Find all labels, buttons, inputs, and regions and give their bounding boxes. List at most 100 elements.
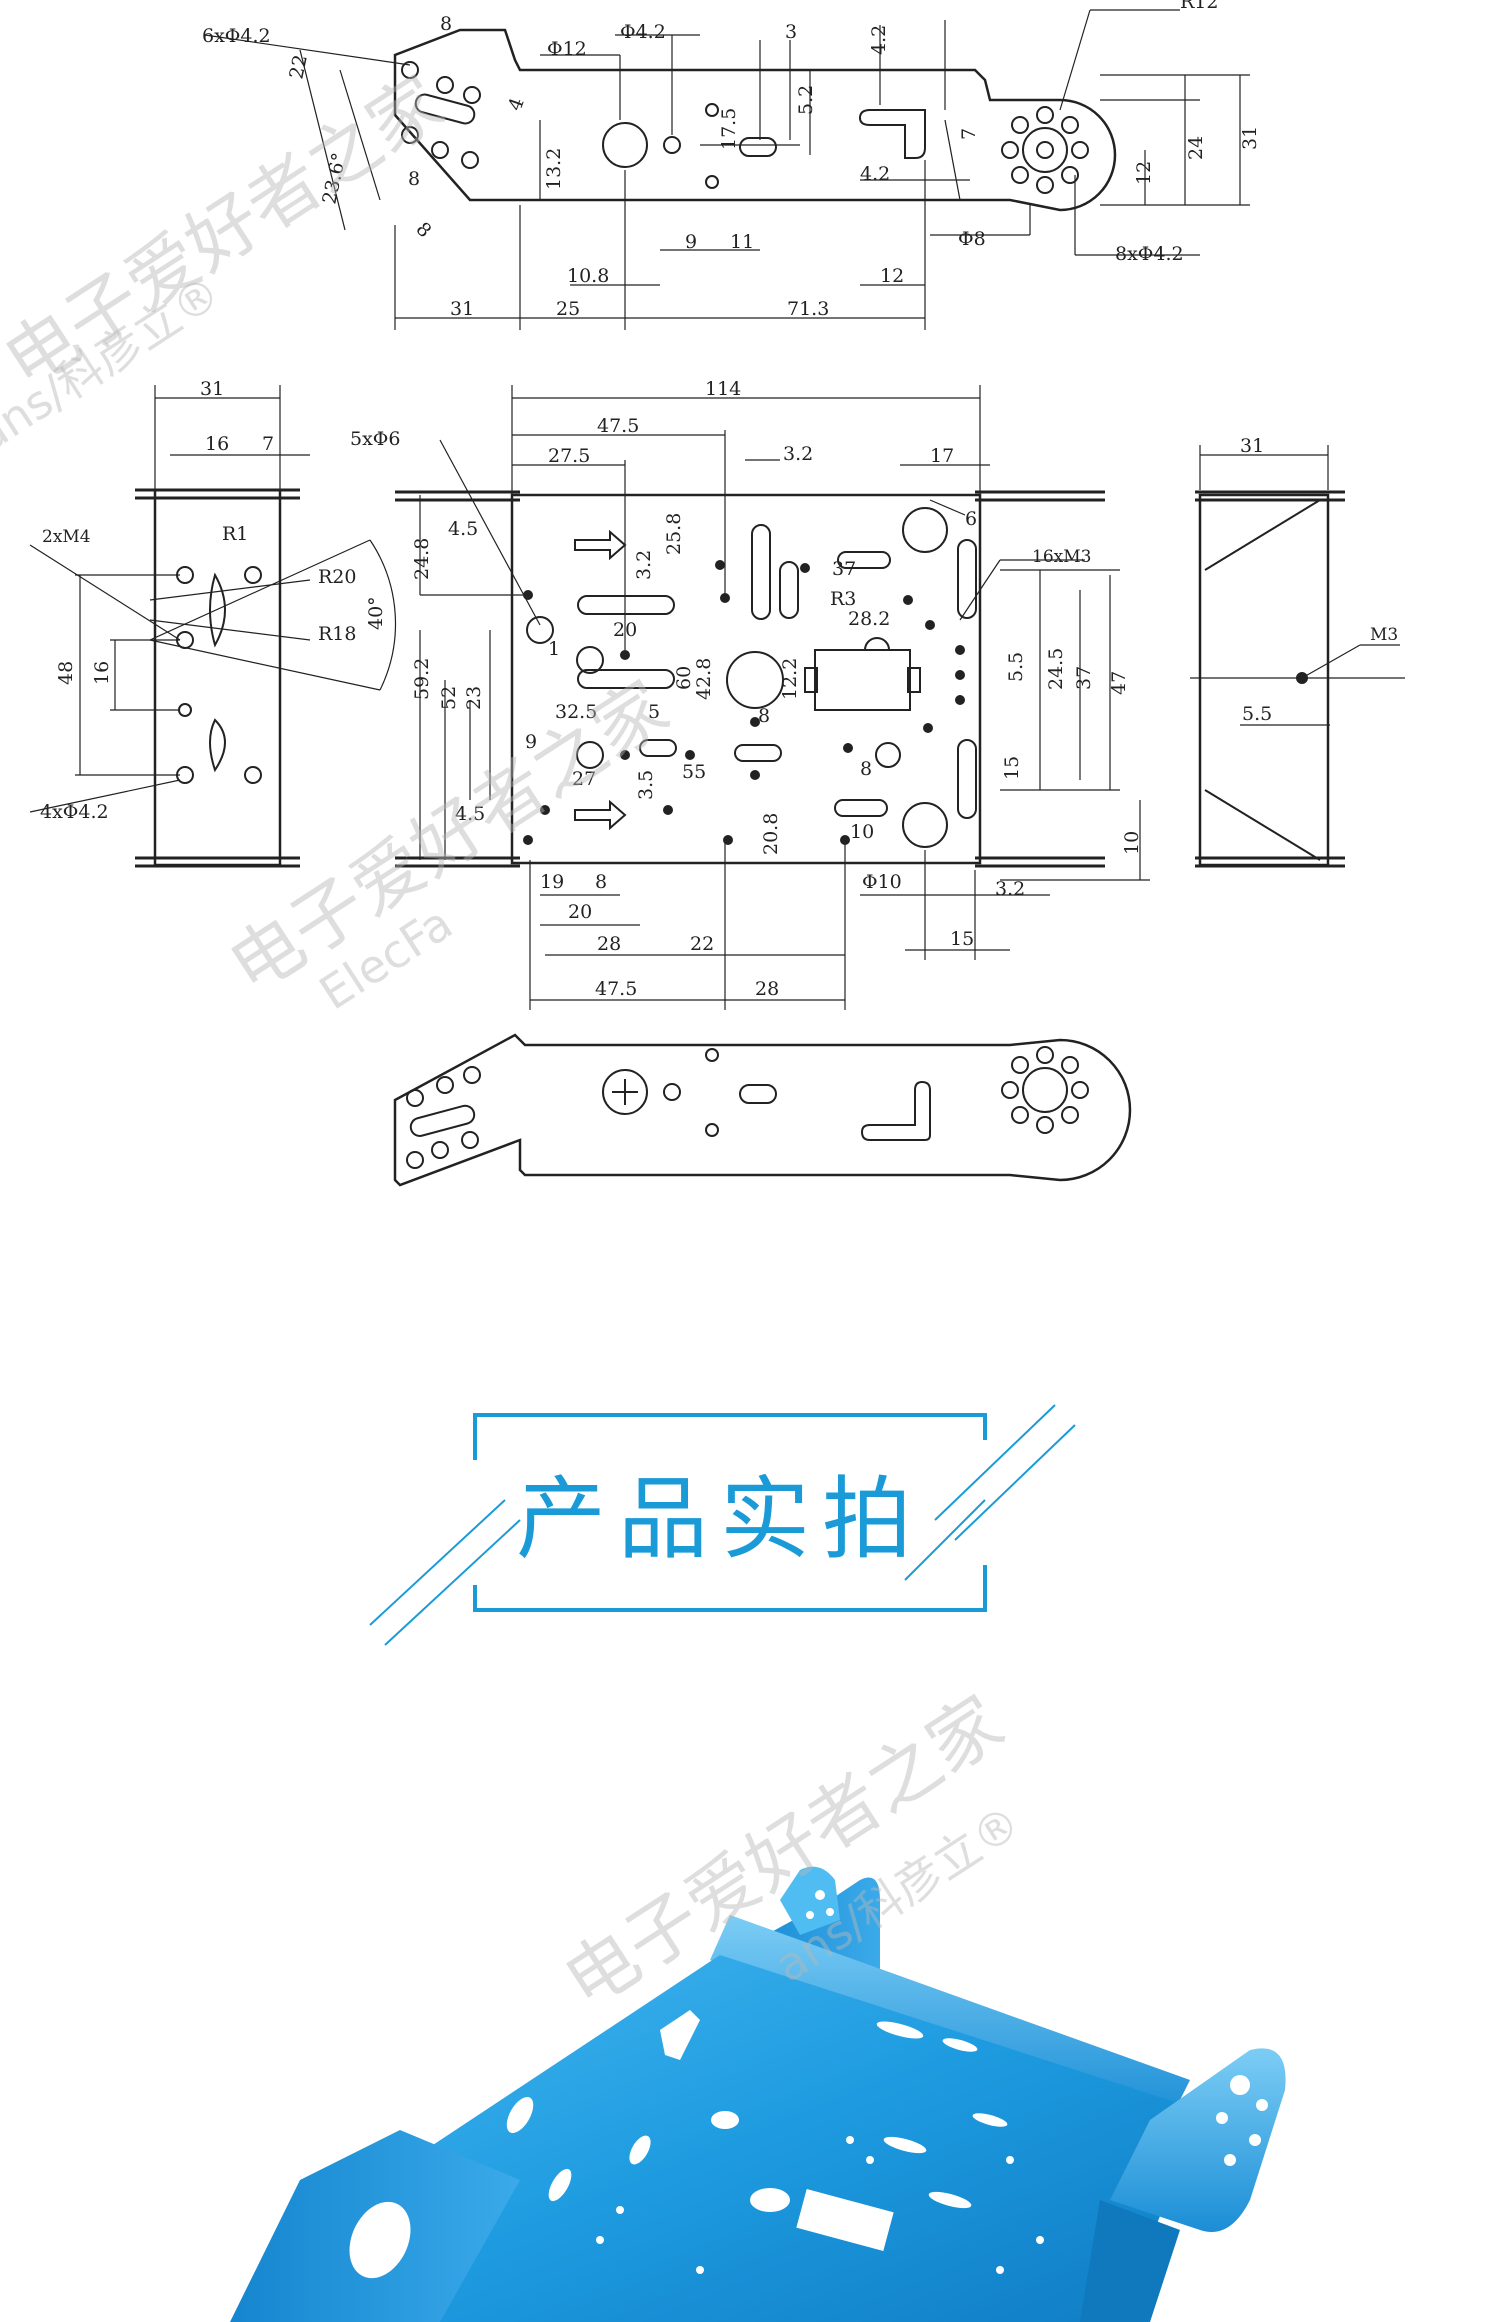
svg-text:15: 15 [1001,756,1023,780]
svg-text:3.2: 3.2 [783,443,813,465]
slot [639,739,677,757]
svg-text:4.2: 4.2 [868,25,890,55]
svg-text:20.8: 20.8 [760,813,782,855]
svg-text:16: 16 [91,661,113,685]
svg-text:12: 12 [1133,161,1155,185]
hole [431,141,449,159]
svg-text:R18: R18 [318,623,356,645]
svg-text:R3: R3 [830,588,856,610]
svg-text:42.8: 42.8 [693,658,715,700]
svg-text:40°: 40° [365,596,387,630]
arc-slot [209,718,226,773]
arc-slot [209,572,226,648]
svg-text:7: 7 [958,128,980,140]
svg-text:1: 1 [548,638,560,660]
svg-text:7: 7 [262,433,274,455]
hole-6 [576,646,604,674]
arrow-icon [574,799,627,831]
svg-text:Φ8: Φ8 [958,228,986,250]
svg-text:28: 28 [755,978,779,1000]
main-plan-view: 114 47.5 27.5 5xΦ6 3.2 17 6 16xM3 4.5 3.… [350,378,1150,1010]
l-slot [858,109,926,159]
slot [734,744,782,762]
svg-text:M3: M3 [1370,625,1398,645]
hole-6 [526,616,554,644]
hole-10 [902,802,948,848]
svg-text:2xM4: 2xM4 [42,527,91,547]
slot [577,595,675,615]
svg-text:8xΦ4.2: 8xΦ4.2 [1115,243,1184,265]
svg-text:3.5: 3.5 [635,770,657,800]
svg-text:16xM3: 16xM3 [1032,547,1091,567]
svg-text:5xΦ6: 5xΦ6 [350,428,400,450]
svg-text:8: 8 [860,758,872,780]
hole-6 [576,741,604,769]
svg-text:22: 22 [285,53,312,81]
svg-text:5.2: 5.2 [795,85,817,115]
hole [436,76,454,94]
svg-text:3: 3 [785,21,797,43]
hole [401,61,419,79]
svg-text:12: 12 [880,265,904,287]
svg-text:R1: R1 [222,523,248,545]
svg-text:R20: R20 [318,566,356,588]
svg-text:8: 8 [411,218,435,242]
svg-text:31: 31 [1240,435,1264,457]
slot-v [957,739,977,819]
svg-text:114: 114 [705,378,741,400]
hole [461,151,479,169]
hole [463,86,481,104]
svg-text:10.8: 10.8 [567,265,609,287]
svg-text:4.2: 4.2 [860,163,890,185]
hole [705,175,719,189]
slot-v [957,539,977,619]
svg-text:47.5: 47.5 [597,415,639,437]
top-bracket-drawing: 6xΦ4.2 22 23.6° Φ12 Φ4.2 3 4.2 R12 5.2 1… [202,0,1261,330]
svg-text:48: 48 [55,661,77,685]
svg-text:19: 19 [540,871,564,893]
svg-text:9: 9 [685,231,697,253]
svg-text:32.5: 32.5 [555,701,597,723]
svg-text:10: 10 [850,821,874,843]
svg-text:22: 22 [690,933,714,955]
svg-text:4: 4 [504,95,529,114]
arrow-icon [574,529,627,561]
svg-text:6xΦ4.2: 6xΦ4.2 [202,25,271,47]
svg-text:47.5: 47.5 [595,978,637,1000]
svg-text:R12: R12 [1180,0,1218,13]
side-plate [1198,493,1330,867]
svg-text:8: 8 [595,871,607,893]
hole-4-2 [663,136,681,154]
svg-text:3.2: 3.2 [633,550,655,580]
svg-text:24.5: 24.5 [1045,648,1067,690]
svg-text:8: 8 [440,13,452,35]
bracket-outline-path [393,28,1117,212]
svg-text:47: 47 [1108,671,1130,695]
hub-center [1036,141,1054,159]
svg-text:15: 15 [950,928,974,950]
svg-text:27: 27 [572,768,596,790]
hole-12 [602,122,648,168]
hole [401,126,419,144]
svg-text:5.5: 5.5 [1005,652,1027,682]
hole [178,703,192,717]
svg-text:71.3: 71.3 [787,298,829,320]
svg-text:Φ12: Φ12 [547,38,587,60]
svg-text:25: 25 [556,298,580,320]
svg-text:25.8: 25.8 [663,513,685,555]
svg-text:28.2: 28.2 [848,608,890,630]
svg-text:5: 5 [648,701,660,723]
slot [739,137,777,157]
svg-text:17.5: 17.5 [718,108,740,150]
product-photo [230,1866,1286,2322]
svg-text:11: 11 [730,231,754,253]
hole [244,566,262,584]
svg-text:Φ10: Φ10 [862,871,902,893]
svg-text:4.5: 4.5 [448,518,478,540]
svg-text:12.2: 12.2 [779,658,801,700]
svg-text:3.2: 3.2 [995,878,1025,900]
slot [834,799,888,817]
svg-text:16: 16 [205,433,229,455]
slot [837,551,891,569]
